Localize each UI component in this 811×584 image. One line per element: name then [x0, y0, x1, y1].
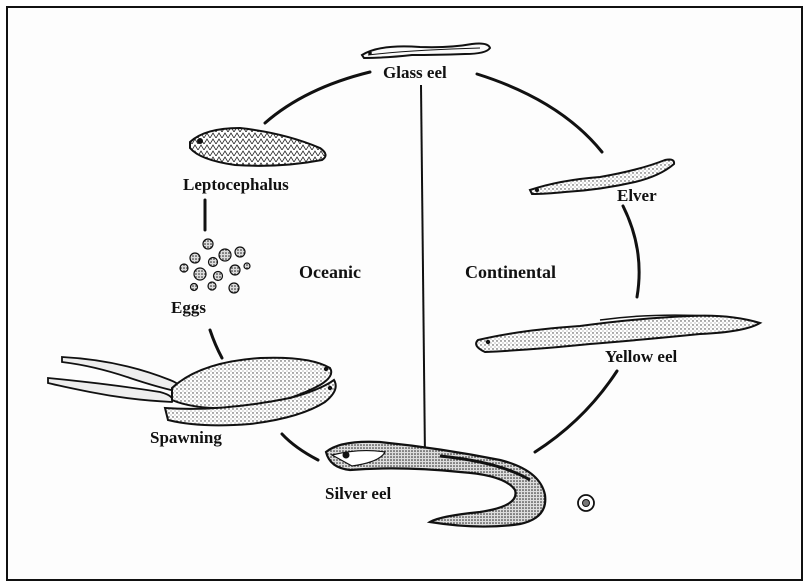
zone-oceanic: Oceanic	[299, 262, 361, 283]
label-leptocephalus: Leptocephalus	[183, 175, 289, 195]
zone-continental: Continental	[465, 262, 556, 283]
arc-spawning-to-eggs	[210, 330, 222, 358]
arc-silver-to-spawning	[282, 434, 318, 460]
arc-yellow-to-silver	[535, 371, 617, 452]
label-eggs: Eggs	[171, 298, 206, 318]
label-yellow-eel: Yellow eel	[605, 347, 677, 367]
eggs-drawing	[180, 239, 250, 293]
label-silver-eel: Silver eel	[325, 484, 391, 504]
leptocephalus-drawing	[190, 128, 326, 166]
arc-elver-to-yellow	[623, 206, 639, 297]
arc-glass-to-elver	[477, 74, 602, 152]
circled-symbol-icon	[578, 495, 594, 511]
spawning-eels-drawing	[48, 357, 336, 425]
label-elver: Elver	[617, 186, 657, 206]
arc-lepto-to-glass	[265, 72, 370, 123]
oceanic-continental-divider	[421, 85, 425, 458]
label-spawning: Spawning	[150, 428, 222, 448]
label-glass-eel: Glass eel	[383, 63, 447, 83]
glass-eel-drawing	[362, 44, 490, 59]
